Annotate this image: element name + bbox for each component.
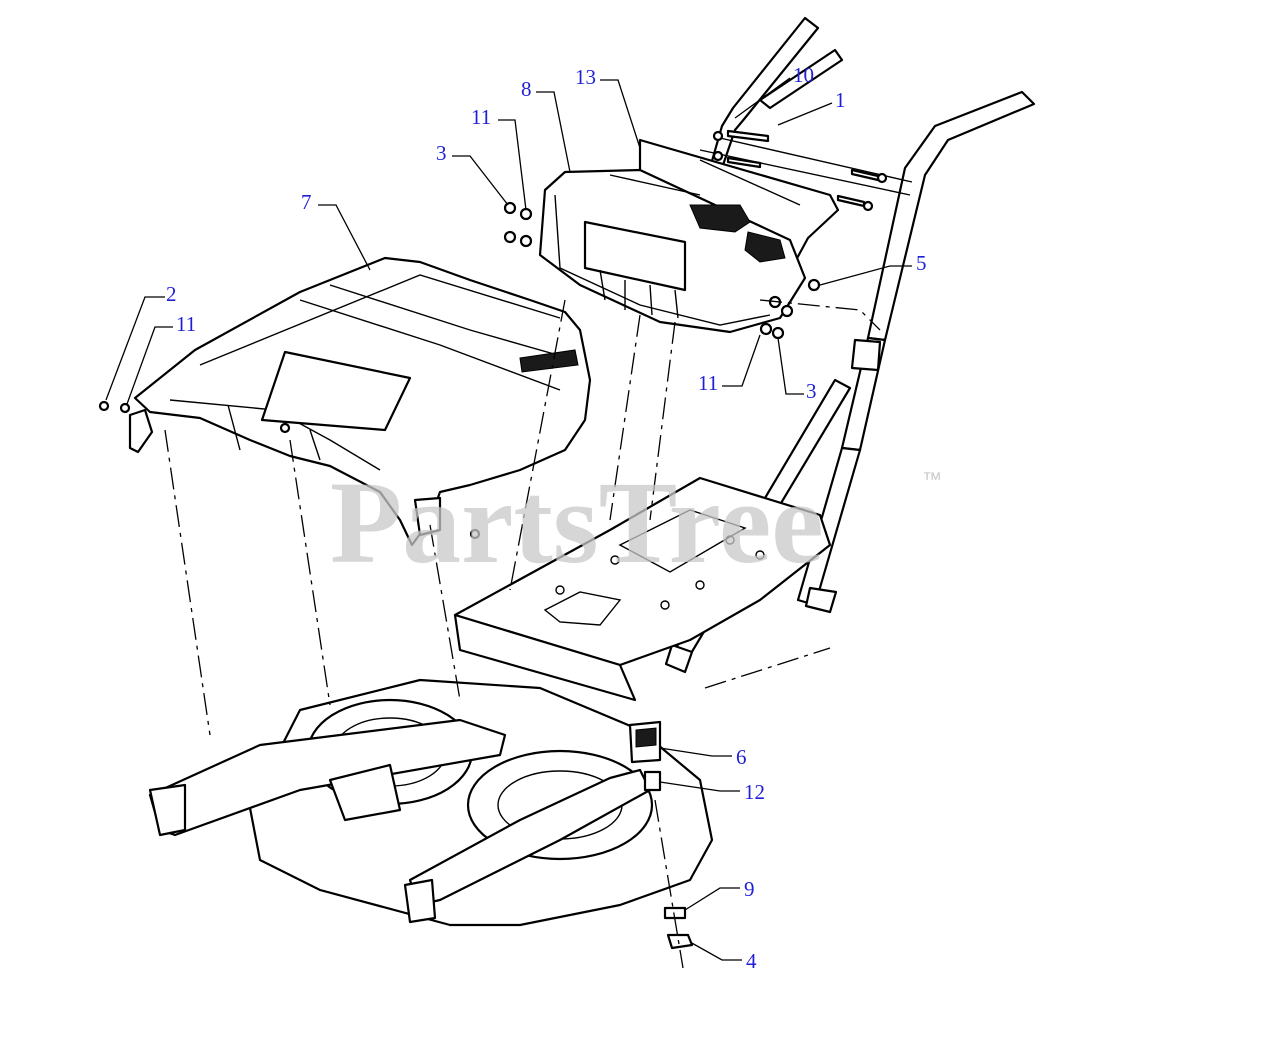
assembly-guide-lines <box>164 299 881 969</box>
callout-3-top: 3 <box>436 141 447 165</box>
callout-9: 9 <box>744 877 755 901</box>
callout-7: 7 <box>301 190 312 214</box>
control-panel-assembly <box>538 138 840 334</box>
callout-11-right: 11 <box>698 371 718 395</box>
watermark-trademark: ™ <box>922 469 942 491</box>
callout-11-top: 11 <box>471 105 491 129</box>
callout-8: 8 <box>521 77 532 101</box>
callout-10: 10 <box>793 63 814 87</box>
callout-labels: 1 10 13 8 11 3 7 2 11 5 11 3 6 12 9 4 <box>166 63 927 973</box>
callout-6: 6 <box>736 745 747 769</box>
callout-1: 1 <box>835 88 846 112</box>
callout-11-left: 11 <box>176 312 196 336</box>
chassis-tray <box>453 476 832 702</box>
callout-3-right: 3 <box>806 379 817 403</box>
callout-4: 4 <box>746 949 757 973</box>
watermark-text: PartsTree <box>330 457 824 588</box>
callout-2: 2 <box>166 282 177 306</box>
watermark: PartsTree ™ <box>330 457 942 588</box>
callout-5: 5 <box>916 251 927 275</box>
mower-deck <box>148 678 714 950</box>
hood-cover <box>98 256 592 547</box>
callout-13: 13 <box>575 65 596 89</box>
control-panel-hardware <box>503 129 888 340</box>
callout-12: 12 <box>744 780 765 804</box>
leader-lines <box>105 77 912 961</box>
